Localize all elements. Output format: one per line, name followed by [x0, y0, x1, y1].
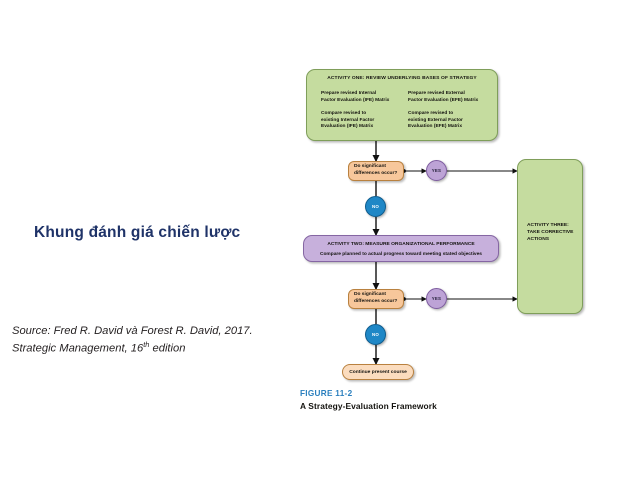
yes-circle-one-label: YES: [431, 168, 442, 173]
decision-two-line2: differences occur?: [354, 299, 398, 304]
activity-one-cell-tl-line2: Factor Evaluation (IFE) Matrix: [321, 97, 390, 103]
page-title: Khung đánh giá chiến lược: [34, 224, 241, 241]
activity-three-box[interactable]: ACTIVITY THREE: TAKE CORRECTIVE ACTIONS: [517, 159, 583, 314]
figure-number: FIGURE 11-2: [300, 389, 353, 398]
activity-one-cell-br-line1: Compare revised to: [408, 111, 454, 116]
activity-three-label: ACTIVITY THREE: TAKE CORRECTIVE ACTIONS: [527, 222, 582, 243]
activity-one-cell-bottom-left: Compare revised to existing Internal Fac…: [321, 111, 403, 131]
no-circle-two[interactable]: NO: [365, 324, 386, 345]
activity-one-cell-bottom-right: Compare revised to existing External Fac…: [408, 111, 494, 131]
activity-one-cell-top-left: Prepare revised Internal Factor Evaluati…: [321, 91, 403, 104]
decision-one-line1: Do significant: [354, 164, 387, 170]
yes-circle-two-label: YES: [431, 296, 442, 301]
activity-one-cell-bl-line1: Compare revised to: [321, 111, 367, 116]
figure-title: A Strategy-Evaluation Framework: [300, 400, 437, 411]
activity-two-subtext: Compare planned to actual progress towar…: [319, 252, 483, 257]
activity-two-box[interactable]: ACTIVITY TWO: MEASURE ORGANIZATIONAL PER…: [303, 235, 499, 262]
source-line-2-prefix: Strategic Management, 16: [12, 342, 144, 355]
activity-three-line3: ACTIONS: [527, 237, 550, 243]
activity-three-line1: ACTIVITY THREE:: [527, 223, 569, 228]
decision-one-box[interactable]: Do significant differences occur?: [348, 161, 404, 181]
activity-one-cell-br-line2: existing External Factor: [408, 117, 463, 123]
decision-one-label: Do significant differences occur?: [349, 164, 403, 178]
decision-one-line2: differences occur?: [354, 171, 398, 176]
activity-one-cell-bl-line3: Evaluation (IFE) Matrix: [321, 124, 374, 130]
activity-one-cell-tl-line1: Prepare revised Internal: [321, 91, 377, 96]
yes-circle-one[interactable]: YES: [426, 160, 447, 181]
decision-two-box[interactable]: Do significant differences occur?: [348, 289, 404, 309]
decision-two-line1: Do significant: [354, 292, 387, 298]
activity-two-header: ACTIVITY TWO: MEASURE ORGANIZATIONAL PER…: [327, 242, 475, 247]
decision-two-label: Do significant differences occur?: [349, 292, 403, 306]
figure-caption: FIGURE 11-2 A Strategy-Evaluation Framew…: [300, 388, 550, 412]
activity-three-line2: TAKE CORRECTIVE: [527, 230, 574, 236]
activity-one-cell-bl-line2: existing Internal Factor: [321, 117, 375, 123]
strategy-evaluation-flowchart: ACTIVITY ONE: REVIEW UNDERLYING BASES OF…: [292, 60, 604, 415]
no-circle-one-label: NO: [372, 204, 379, 209]
yes-circle-two[interactable]: YES: [426, 288, 447, 309]
continue-present-course-box[interactable]: Continue present course: [342, 364, 414, 380]
activity-one-cell-tr-line2: Factor Evaluation (EFE) Matrix: [408, 97, 479, 103]
activity-one-header: ACTIVITY ONE: REVIEW UNDERLYING BASES OF…: [327, 76, 477, 81]
no-circle-one[interactable]: NO: [365, 196, 386, 217]
activity-one-box[interactable]: ACTIVITY ONE: REVIEW UNDERLYING BASES OF…: [306, 69, 498, 141]
source-citation: Source: Fred R. David và Forest R. David…: [12, 324, 282, 358]
source-line-2-suffix: edition: [149, 342, 186, 355]
no-circle-two-label: NO: [372, 332, 379, 337]
source-line-2: Strategic Management, 16th edition: [12, 340, 282, 358]
continue-present-course-label: Continue present course: [349, 369, 407, 375]
activity-one-cell-tr-line1: Prepare revised External: [408, 91, 465, 96]
source-line-2-ordinal: th: [143, 339, 150, 349]
activity-one-cell-br-line3: Evaluation (EFE) Matrix: [408, 124, 463, 130]
activity-one-cell-top-right: Prepare revised External Factor Evaluati…: [408, 91, 494, 104]
source-line-1: Source: Fred R. David và Forest R. David…: [12, 325, 253, 337]
flowchart-connectors: [372, 141, 518, 366]
